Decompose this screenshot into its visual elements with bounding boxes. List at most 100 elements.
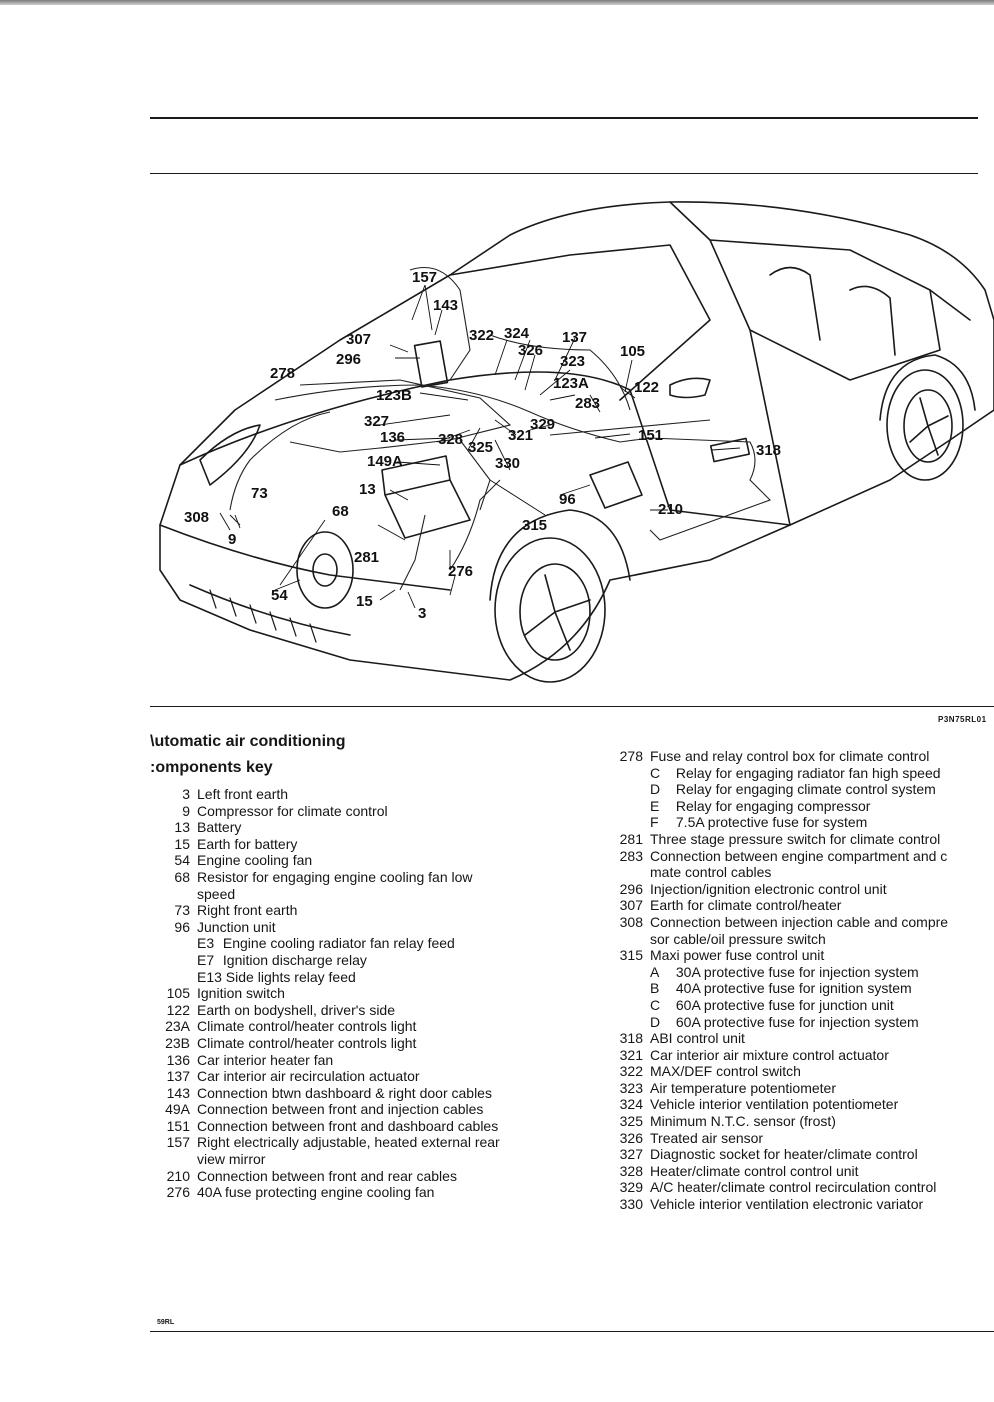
callout-68: 68 (332, 503, 349, 520)
key-description: Car interior heater fan (197, 1051, 334, 1068)
key-number: 318 (619, 1030, 643, 1047)
subitem-text: Side lights relay feed (221, 968, 356, 985)
subitem-text: 7.5A protective fuse for system (672, 814, 868, 831)
header-rule (150, 173, 978, 174)
key-description: ABI control unit (650, 1030, 745, 1047)
key-description: Battery (197, 819, 242, 836)
callout-276: 276 (448, 563, 473, 580)
key-number: 321 (619, 1046, 643, 1063)
key-description: Injection/ignition electronic control un… (650, 880, 887, 897)
key-row: 136 Car interior heater fan (150, 1052, 580, 1069)
key-number: 122 (166, 1001, 190, 1018)
callout-324: 324 (504, 325, 530, 342)
key-number: 278 (619, 748, 643, 764)
callout-137: 137 (562, 329, 587, 346)
callout-281: 281 (354, 549, 379, 566)
key-description: Vehicle interior ventilation potentiomet… (650, 1096, 899, 1113)
callout-136: 136 (380, 429, 405, 446)
key-number: 308 (619, 913, 643, 930)
key-number: 136 (166, 1051, 190, 1068)
abi-control-unit (709, 437, 751, 463)
key-number: 68 (174, 868, 190, 885)
key-description-continued: mate control cables (650, 864, 772, 881)
callout-308: 308 (184, 509, 209, 526)
key-description: Engine cooling fan (197, 852, 313, 869)
key-number: 105 (166, 985, 190, 1002)
key-number: 73 (174, 902, 190, 919)
callout-329: 329 (530, 416, 555, 433)
key-number: 315 (619, 947, 643, 964)
key-number: 328 (619, 1162, 643, 1179)
footer-rule (150, 1331, 994, 1332)
key-number: 210 (166, 1167, 190, 1184)
key-number: 15 (174, 835, 190, 852)
key-row: 151 Connection between front and dashboar… (150, 1118, 580, 1135)
key-number: 9 (182, 802, 190, 819)
key-number: 281 (619, 830, 643, 847)
key-description: Vehicle interior ventilation electronic … (650, 1196, 924, 1213)
key-subitem: E13 Side lights relay feed (150, 969, 580, 986)
callout-157: 157 (412, 269, 437, 286)
key-row: 281 Three stage pressure switch for clima… (603, 831, 994, 848)
key-description: Three stage pressure switch for climate … (650, 830, 941, 847)
subitem-code: E7 (197, 951, 215, 968)
callout-307: 307 (346, 331, 371, 348)
callout-105: 105 (620, 343, 645, 360)
key-description: Fuse and relay control box for climate c… (650, 748, 930, 764)
key-subitem: E3 Engine cooling radiator fan relay fee… (150, 935, 580, 952)
key-number: 151 (166, 1117, 190, 1134)
key-description: Earth for battery (197, 835, 298, 852)
wiring-harness (274, 384, 771, 541)
key-description: Car interior air mixture control actuato… (650, 1046, 889, 1063)
key-number: 307 (619, 897, 643, 914)
subitem-text: Relay for engaging compressor (672, 797, 871, 814)
section-title: \utomatic air conditioning (150, 733, 346, 750)
callout-210: 210 (658, 501, 683, 518)
key-description: Junction unit (197, 918, 276, 935)
figure-reference: P3N75RL01 (938, 715, 987, 724)
key-description: Right electrically adjustable, heated ex… (197, 1134, 500, 1151)
key-description: Connection between engine compartment an… (650, 847, 948, 864)
key-number: 96 (174, 918, 190, 935)
key-description: Connection between front and injection c… (197, 1101, 484, 1118)
key-number: 322 (619, 1063, 643, 1080)
callout-321: 321 (508, 427, 533, 444)
key-number: 3 (182, 786, 190, 802)
subitem-code: E13 (197, 968, 222, 985)
key-subitem: D Relay for engaging climate control sys… (603, 781, 994, 798)
components-key-right: 278 Fuse and relay control box for climat… (603, 748, 994, 1213)
key-description: Connection between front and dashboard c… (197, 1117, 499, 1134)
key-number: 23A (165, 1018, 190, 1035)
subitem-code: D (650, 1013, 661, 1030)
key-description: Maxi power fuse control unit (650, 947, 825, 964)
key-row: 96 Junction unit (150, 919, 580, 936)
callout-151: 151 (638, 427, 663, 444)
junction-unit (589, 461, 643, 509)
callout-328: 328 (438, 431, 463, 448)
key-description-continued: sor cable/oil pressure switch (650, 930, 826, 947)
key-subitem: D 60A protective fuse for injection syst… (603, 1014, 994, 1031)
subitem-code: D (650, 781, 661, 798)
key-description-continued: speed (197, 885, 236, 902)
key-row: 278 Fuse and relay control box for climat… (603, 748, 994, 765)
callout-13: 13 (359, 481, 376, 498)
subitem-text: Relay for engaging climate control syste… (672, 781, 936, 798)
